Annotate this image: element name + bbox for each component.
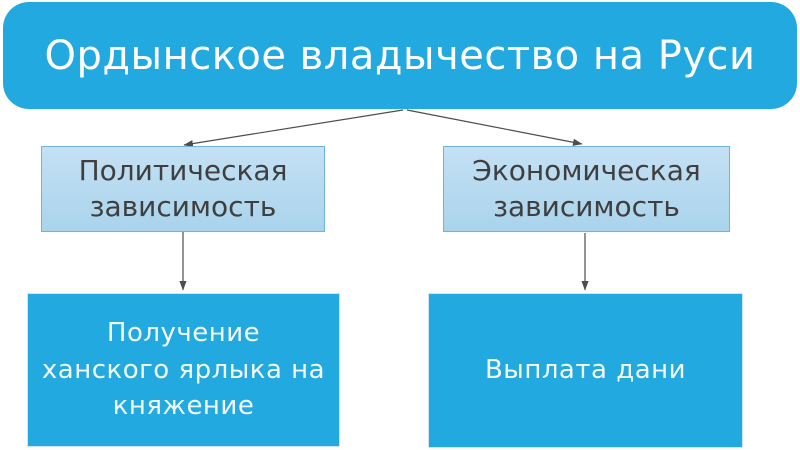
node-economic-dependence: Экономическая зависимость: [443, 146, 730, 232]
node-tribute-payment-label: Выплата дани: [484, 355, 687, 386]
root-node-label: Ордынское владычество на Руси: [44, 32, 756, 79]
node-khan-yarlyk: Получение ханского ярлыка на княжение: [27, 293, 340, 447]
node-khan-yarlyk-label: Получение ханского ярлыка на княжение: [41, 318, 326, 422]
node-political-dependence: Политическая зависимость: [41, 146, 325, 232]
node-tribute-payment: Выплата дани: [428, 293, 743, 448]
root-node-horde-rule: Ордынское владычество на Руси: [3, 2, 797, 109]
connector-root-to-economic: [406, 109, 583, 146]
node-economic-dependence-label: Экономическая зависимость: [472, 153, 701, 223]
node-political-dependence-label: Политическая зависимость: [78, 153, 288, 223]
connector-root-to-political: [183, 109, 404, 148]
